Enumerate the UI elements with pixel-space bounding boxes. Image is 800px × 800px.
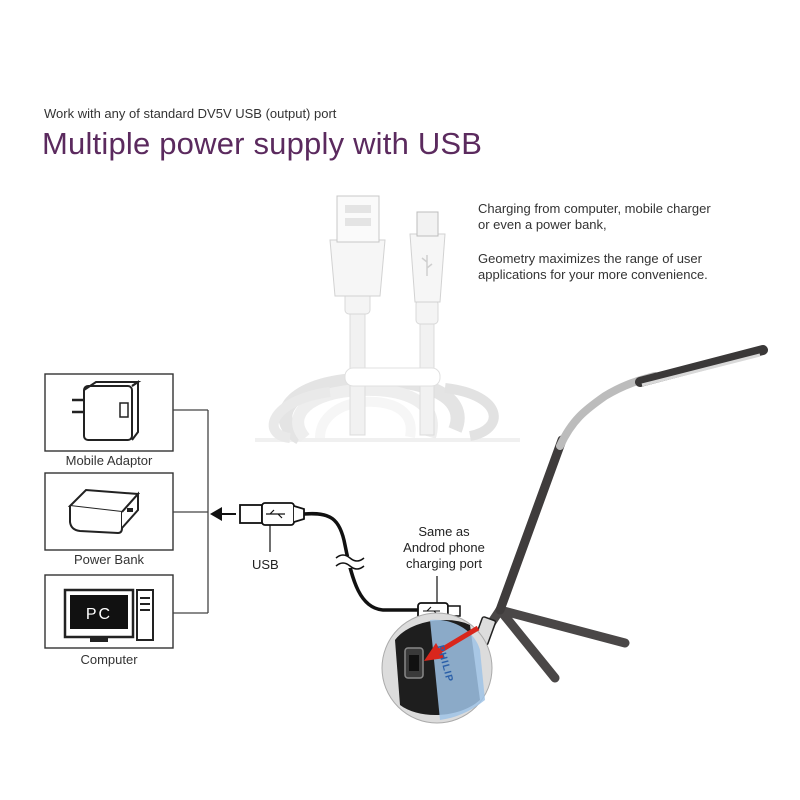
usb-label: USB	[252, 557, 279, 572]
source-box-computer	[44, 574, 174, 649]
pc-screen-text: PC	[86, 606, 112, 623]
description-line: applications for your more convenience.	[478, 267, 708, 282]
port-label-line: charging port	[406, 556, 482, 571]
port-zoom-circle	[381, 612, 493, 724]
description-line: Geometry maximizes the range of user	[478, 251, 702, 266]
description-paragraph-1: Charging from computer, mobile charger o…	[478, 201, 778, 233]
computer-icon	[63, 588, 154, 642]
source-box-mobile-adaptor	[44, 373, 174, 452]
description-paragraph-2: Geometry maximizes the range of user app…	[478, 251, 778, 283]
port-label-line: Same as	[418, 524, 470, 539]
usb-a-plug	[239, 502, 305, 526]
source-box-power-bank	[44, 472, 174, 551]
label-computer: Computer	[80, 652, 138, 667]
description-line: Charging from computer, mobile charger	[478, 201, 711, 216]
page-subtitle: Work with any of standard DV5V USB (outp…	[44, 106, 337, 121]
cable-break-symbol	[335, 554, 365, 570]
wall-adapter-icon	[72, 380, 142, 441]
charging-port-label: Same as Androd phone charging port	[385, 524, 503, 572]
source-bracket-lines	[173, 409, 209, 614]
label-power-bank: Power Bank	[73, 552, 145, 567]
port-label-line: Androd phone	[403, 540, 485, 555]
power-bank-icon	[67, 488, 141, 535]
left-arrow-icon	[210, 507, 236, 521]
usb-cable-photo	[255, 195, 520, 444]
description-line: or even a power bank,	[478, 217, 607, 232]
red-arrow-icon	[424, 625, 480, 661]
page-title: Multiple power supply with USB	[42, 126, 483, 161]
label-mobile-adaptor: Mobile Adaptor	[65, 453, 153, 468]
black-cable	[303, 511, 418, 612]
desk-lamp	[473, 345, 768, 683]
